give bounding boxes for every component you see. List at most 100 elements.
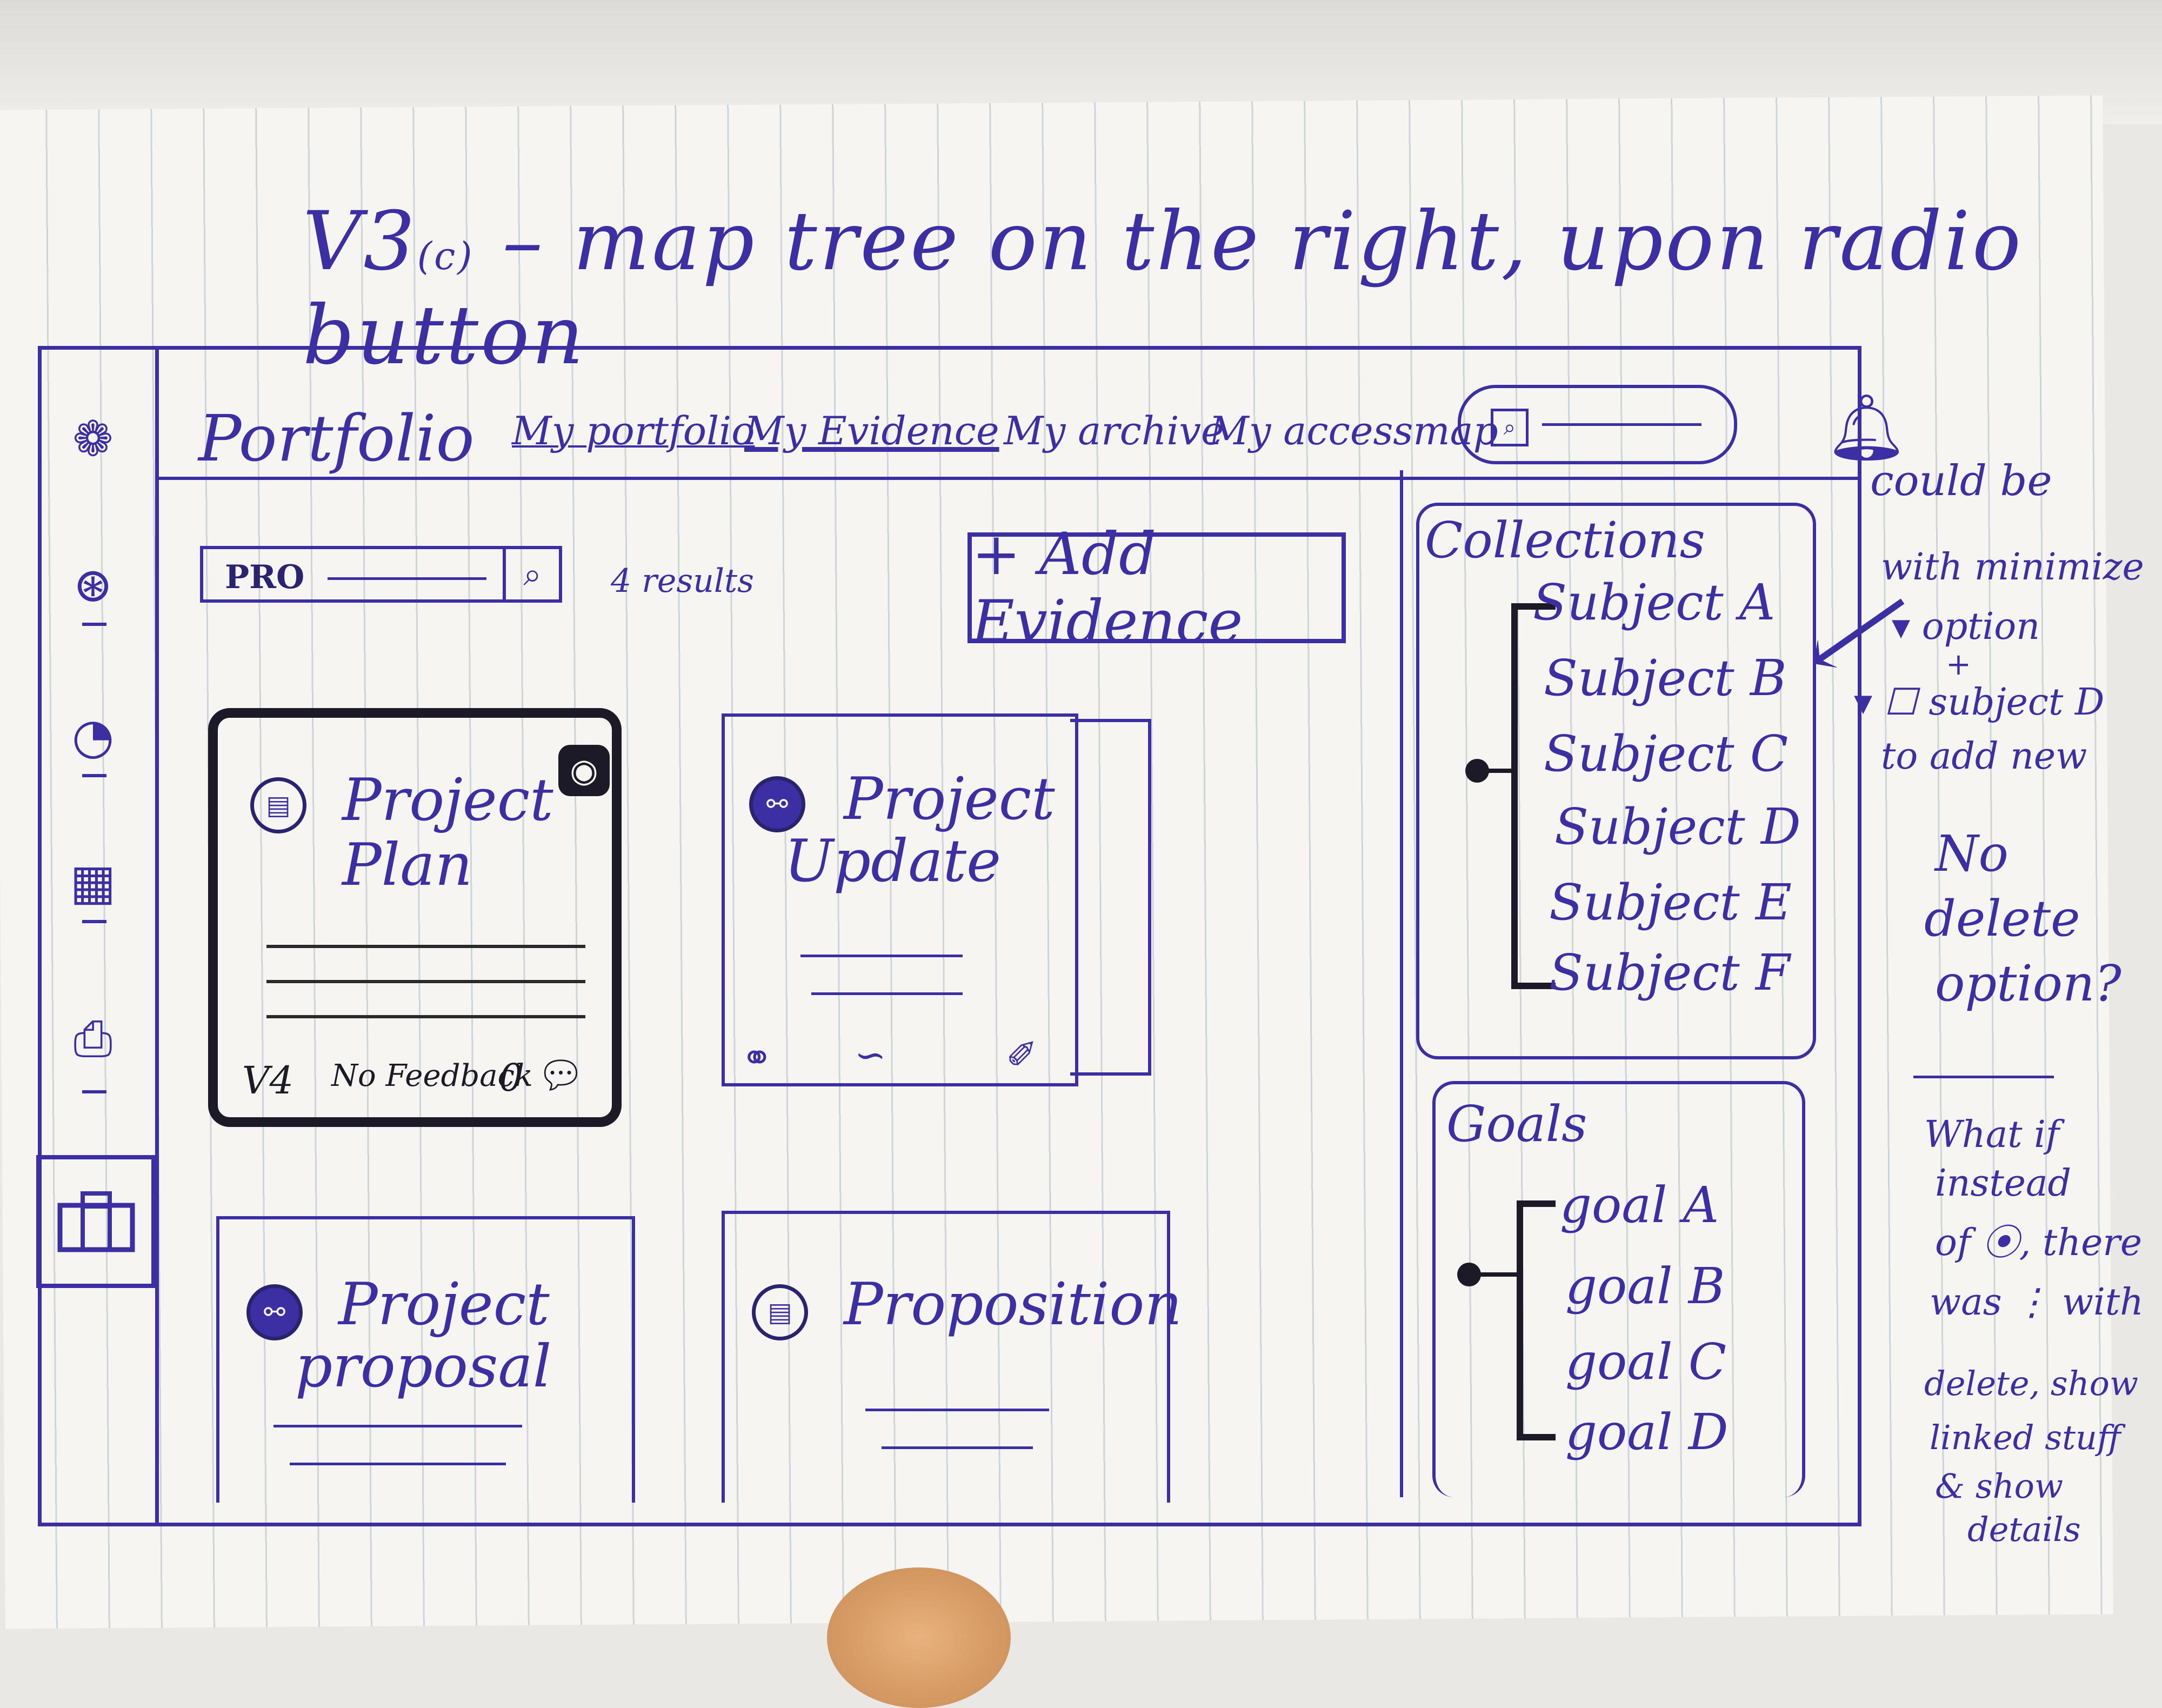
text-placeholder	[266, 1015, 585, 1018]
printer-icon[interactable]: ⎙	[74, 1010, 112, 1067]
collection-item[interactable]: Subject A	[1533, 573, 1776, 631]
notification-bell-icon[interactable]: 🔔︎	[1825, 390, 1908, 465]
card-title-line2: proposal	[295, 1333, 552, 1400]
search-icon: ⌕	[523, 555, 542, 593]
tree-bracket	[1517, 1200, 1556, 1440]
nav-my-portfolio[interactable]: My portfolio	[512, 408, 755, 453]
sidebar-divider	[82, 623, 106, 626]
version-label: V3	[303, 195, 417, 289]
briefcase-icon	[57, 1191, 135, 1252]
margin-note: instead	[1935, 1162, 2072, 1205]
comment-icon[interactable]: 💬︎	[537, 1053, 585, 1097]
global-search-input[interactable]: ⌕	[1458, 385, 1737, 464]
visibility-icon[interactable]: ∽	[855, 1033, 886, 1077]
text-placeholder	[273, 1425, 522, 1427]
comment-count: 0	[499, 1056, 523, 1100]
text-placeholder	[882, 1446, 1033, 1449]
app-frame: ❁ ⊛ ◔ ▦ ⎙ Portfolio My portfolio My Evid…	[36, 346, 1907, 1526]
header-text: – map tree on the right, upon radio butt…	[303, 195, 2024, 383]
margin-note: with minimize	[1881, 546, 2144, 589]
card-title-line2: Update	[784, 828, 1001, 895]
margin-note: option?	[1935, 955, 2121, 1012]
calendar-icon[interactable]: ▦	[70, 853, 116, 911]
sidebar-divider	[82, 1090, 106, 1093]
card-title-line2: Plan	[342, 831, 473, 899]
card-title: Project	[342, 766, 553, 834]
card-title: Proposition	[844, 1271, 1182, 1338]
text-placeholder	[865, 1409, 1049, 1411]
text-placeholder	[266, 980, 585, 983]
collection-item[interactable]: Subject B	[1544, 649, 1787, 707]
version-sub: (c)	[417, 234, 475, 278]
share-icon[interactable]: ⚭	[741, 1036, 773, 1080]
evidence-card[interactable]: ▤ Project Plan ◉ V4 No Feedback 0 💬︎	[208, 708, 622, 1127]
margin-note: ▾ ☐ subject D	[1854, 681, 2105, 724]
margin-note: to add new	[1881, 735, 2087, 778]
palette-icon[interactable]: ❁	[72, 410, 114, 468]
collections-panel: Collections Subject A Subject B Subject …	[1416, 503, 1816, 1059]
stopwatch-icon[interactable]: ⊛	[72, 556, 114, 613]
right-column-divider	[1400, 470, 1403, 1497]
collection-item[interactable]: Subject C	[1544, 725, 1789, 783]
goal-item[interactable]: goal D	[1565, 1403, 1729, 1461]
fingertip	[827, 1567, 1011, 1708]
margin-note: delete	[1924, 890, 2080, 948]
margin-note: & show	[1935, 1466, 2064, 1506]
search-scribble	[328, 577, 486, 580]
evidence-search-input[interactable]: PRO	[200, 546, 503, 603]
margin-note: was ⋮ with	[1930, 1281, 2144, 1324]
evidence-card[interactable]: ⚯ Project Update ⚭ ∽ ✐	[722, 713, 1078, 1086]
result-count: 4 results	[611, 562, 754, 600]
margin-note: delete, show	[1924, 1364, 2139, 1403]
nav-my-accessmap[interactable]: My accessmap	[1209, 408, 1498, 453]
nav-my-archive[interactable]: My archive	[1004, 408, 1224, 453]
search-placeholder-scribble	[1542, 423, 1701, 426]
search-icon: ⌕	[1491, 409, 1529, 446]
sidebar-divider	[82, 920, 106, 923]
margin-note: linked stuff	[1930, 1418, 2121, 1457]
tree-root-node	[1457, 1263, 1481, 1286]
text-placeholder	[266, 945, 585, 948]
margin-note: details	[1967, 1510, 2081, 1549]
brand-title[interactable]: Portfolio	[198, 401, 475, 476]
gauge-icon[interactable]: ◔	[71, 708, 115, 765]
tag-icon[interactable]: ✐	[1006, 1033, 1038, 1077]
tree-connector	[1484, 769, 1517, 773]
collection-item[interactable]: Subject F	[1549, 944, 1790, 1002]
collection-item[interactable]: Subject D	[1554, 798, 1801, 856]
goal-item[interactable]: goal B	[1565, 1257, 1725, 1315]
goal-item[interactable]: goal A	[1560, 1176, 1719, 1234]
goals-panel: Goals goal A goal B goal C goal D	[1432, 1081, 1805, 1497]
evidence-card[interactable]: ⚯ Project proposal	[216, 1216, 635, 1503]
version-badge: V4	[242, 1058, 294, 1103]
goals-title: Goals	[1446, 1095, 1587, 1153]
radio-selected-icon[interactable]: ◉	[558, 745, 610, 796]
document-icon: ▤	[250, 777, 306, 833]
card-stack-edge	[1070, 719, 1151, 1076]
margin-note: What if	[1924, 1113, 2060, 1156]
sidebar-item-portfolio[interactable]	[36, 1155, 156, 1288]
add-evidence-button[interactable]: + Add Evidence	[967, 521, 1346, 656]
goal-item[interactable]: goal C	[1565, 1333, 1727, 1391]
search-button[interactable]: ⌕	[503, 546, 562, 603]
margin-note: ▾ option	[1892, 605, 2040, 648]
card-title: Project	[338, 1271, 550, 1338]
card-title: Project	[844, 765, 1055, 833]
link-icon: ⚯	[749, 776, 805, 832]
sidebar-divider	[82, 774, 106, 777]
sketch-header-note: V3(c) – map tree on the right, upon radi…	[303, 195, 2162, 383]
evidence-card[interactable]: ▤ Proposition	[722, 1211, 1182, 1503]
collections-title: Collections	[1425, 511, 1705, 569]
margin-note: of ⦿, there	[1935, 1222, 2143, 1264]
margin-note: +	[1946, 647, 1971, 682]
feedback-status: No Feedback	[331, 1058, 533, 1093]
sidebar: ❁ ⊛ ◔ ▦ ⎙	[36, 350, 159, 1523]
nav-my-evidence[interactable]: My Evidence	[744, 408, 999, 453]
tree-bracket	[1511, 603, 1556, 989]
margin-divider	[1913, 1076, 2054, 1078]
collection-item[interactable]: Subject E	[1549, 873, 1792, 931]
margin-note: could be	[1870, 457, 2052, 505]
text-placeholder	[811, 992, 963, 995]
link-icon: ⚯	[246, 1284, 303, 1340]
text-placeholder	[290, 1463, 506, 1465]
